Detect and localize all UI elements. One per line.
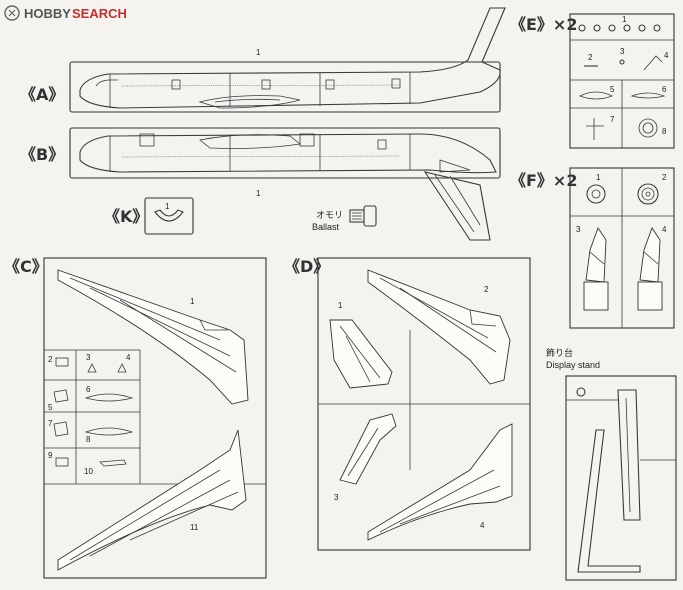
group-b-fuselage: 1 — [69, 127, 501, 241]
group-f-part-2: 2 — [662, 173, 667, 182]
group-f-label: 《F》×2 — [510, 171, 577, 190]
logo-search-text: SEARCH — [72, 6, 127, 21]
group-c-part-3: 3 — [86, 353, 91, 362]
ballast-jp-label: オモリ — [316, 210, 343, 220]
display-stand-en-label: Display stand — [546, 360, 600, 370]
group-d-part-1: 1 — [338, 301, 343, 310]
group-k-label: 《K》 — [104, 207, 148, 226]
group-c-part-1: 1 — [190, 297, 195, 306]
group-e-part-2: 2 — [588, 53, 593, 62]
group-f-sprue: 1 2 3 4 — [569, 167, 675, 329]
group-d-part-4: 4 — [480, 521, 485, 530]
group-c-part-9: 9 — [48, 451, 53, 460]
group-e-label: 《E》×2 — [510, 15, 577, 34]
group-d-part-2: 2 — [484, 285, 489, 294]
ballast-en-label: Ballast — [312, 222, 340, 232]
group-f-part-3: 3 — [576, 225, 581, 234]
group-e-part-6: 6 — [662, 85, 667, 94]
group-f-part-4: 4 — [662, 225, 667, 234]
hobby-search-logo: HOBBY SEARCH — [4, 5, 127, 21]
group-c-part-8: 8 — [86, 435, 91, 444]
group-a-label: 《A》 — [20, 85, 64, 104]
group-d-sprue: 2 1 3 4 — [317, 257, 531, 551]
group-b-part-number: 1 — [256, 189, 261, 198]
group-c-part-11: 11 — [190, 523, 199, 532]
group-c-sprue: 1 2 3 4 5 6 7 8 9 10 11 — [43, 257, 267, 579]
group-e-part-1: 1 — [622, 15, 627, 24]
group-e-part-4: 4 — [664, 51, 669, 60]
group-c-part-10: 10 — [84, 467, 93, 476]
group-d-label: 《D》 — [284, 257, 329, 276]
group-e-part-8: 8 — [662, 127, 667, 136]
group-k-part: 1 — [144, 197, 194, 235]
group-c-part-5: 5 — [48, 403, 53, 412]
group-c-part-7: 7 — [48, 419, 53, 428]
logo-hobby-text: HOBBY — [24, 6, 71, 21]
group-f-part-1: 1 — [596, 173, 601, 182]
group-e-part-3: 3 — [620, 47, 625, 56]
group-k-part-number: 1 — [165, 202, 170, 211]
group-c-label: 《C》 — [4, 257, 48, 276]
group-a-part-number: 1 — [256, 48, 261, 57]
group-b-label: 《B》 — [20, 145, 64, 164]
group-e-part-7: 7 — [610, 115, 615, 124]
group-c-part-4: 4 — [126, 353, 131, 362]
group-e-sprue: 1 2 3 4 5 6 7 8 — [569, 13, 675, 149]
display-stand-jp-label: 飾り台 — [546, 347, 573, 358]
group-d-part-3: 3 — [334, 493, 339, 502]
ballast-weight: オモリ Ballast — [312, 205, 377, 232]
group-e-part-5: 5 — [610, 85, 615, 94]
group-c-part-2: 2 — [48, 355, 53, 364]
display-stand: 飾り台 Display stand — [546, 347, 677, 581]
group-a-fuselage: 1 — [69, 7, 506, 113]
group-c-part-6: 6 — [86, 385, 91, 394]
